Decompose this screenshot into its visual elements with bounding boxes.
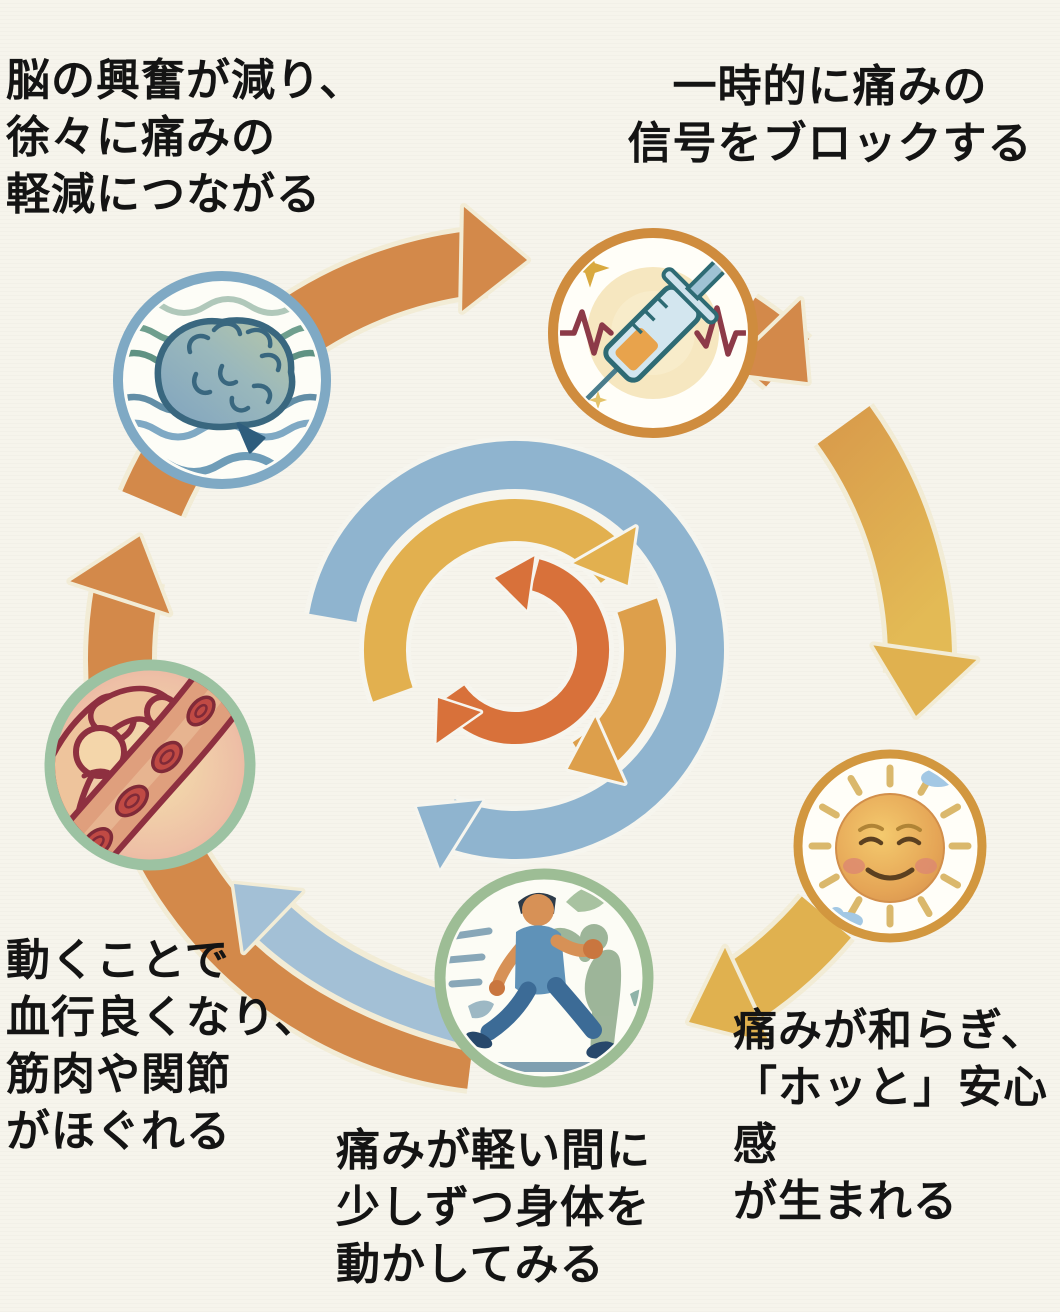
arrow-relief-to-move — [685, 892, 855, 1047]
caption-move: 痛みが軽い間に 少しずつ身体を 動かしてみる — [336, 1126, 651, 1289]
arrow-brain-to-block — [269, 202, 531, 363]
arrow-move-to-circulation — [230, 880, 478, 1051]
spiral-orange-arrow — [433, 553, 615, 750]
caption-block: 一時的に痛みの 信号をブロックする — [627, 62, 1033, 168]
node-brain — [113, 271, 331, 489]
caption-relief: 痛みが和らぎ、 「ホッと」安心感 が生まれる — [733, 1006, 1048, 1226]
caption-circulation: 動くことで 血行良くなり、 筋肉や関節 がほぐれる — [6, 936, 320, 1156]
walker — [465, 892, 616, 1059]
node-relief — [793, 749, 987, 943]
caption-brain: 脳の興奮が減り、 徐々に痛みの 軽減につながる — [6, 56, 365, 219]
spiral-blue-ring — [304, 435, 729, 872]
walking-person-icon — [448, 882, 640, 1072]
node-circulation — [44, 659, 256, 871]
syringe-heartbeat-icon — [560, 245, 746, 412]
center-cycle-spiral — [304, 435, 729, 872]
arrow-block-to-relief — [717, 293, 981, 720]
node-move — [434, 868, 654, 1088]
syringe — [577, 245, 741, 409]
spiral-gold-ring — [358, 494, 672, 786]
node-block — [548, 228, 758, 438]
